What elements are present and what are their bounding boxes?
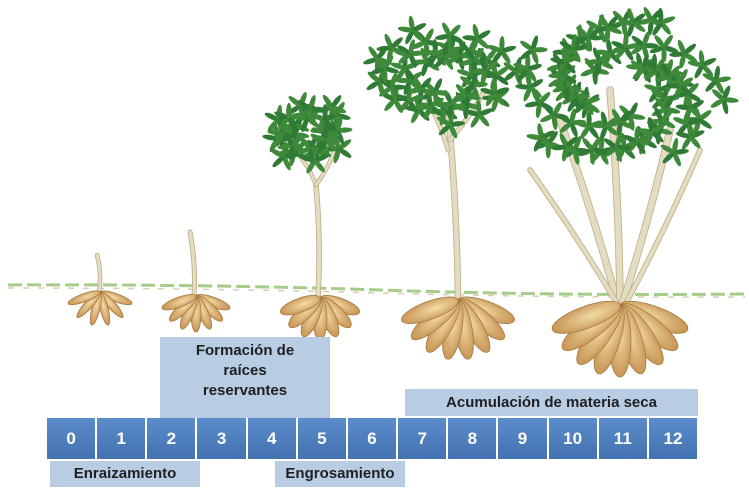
month-cell: 6 xyxy=(346,418,396,459)
cassava-plant-stage-5 xyxy=(510,0,743,377)
month-cell: 1 xyxy=(95,418,145,459)
month-cell: 4 xyxy=(246,418,296,459)
cassava-plant-stage-1 xyxy=(67,255,134,326)
cassava-plant-stage-2 xyxy=(160,232,231,332)
phase-acumulacion-materia-seca: Acumulación de materia seca xyxy=(405,389,698,416)
month-cell: 11 xyxy=(597,418,647,459)
month-cell: 8 xyxy=(446,418,496,459)
month-cell: 7 xyxy=(396,418,446,459)
month-timeline: 0123456789101112 xyxy=(47,418,697,459)
phase-formacion-raices: Formación de raíces reservantes xyxy=(160,337,330,419)
phase-formacion-line-2: raíces xyxy=(160,361,330,381)
phase-engrosamiento: Engrosamiento xyxy=(275,461,405,487)
month-cell: 10 xyxy=(547,418,597,459)
month-cell: 5 xyxy=(296,418,346,459)
month-cell: 0 xyxy=(47,418,95,459)
phase-formacion-line-3: reservantes xyxy=(160,381,330,401)
month-cell: 9 xyxy=(496,418,546,459)
cassava-plant-stage-4 xyxy=(360,13,535,360)
month-cell: 3 xyxy=(195,418,245,459)
phase-enraizamiento: Enraizamiento xyxy=(50,461,200,487)
phase-formacion-line-1: Formación de xyxy=(160,341,330,361)
cassava-plant-stage-3 xyxy=(257,86,362,340)
month-cell: 2 xyxy=(145,418,195,459)
month-cell: 12 xyxy=(647,418,697,459)
